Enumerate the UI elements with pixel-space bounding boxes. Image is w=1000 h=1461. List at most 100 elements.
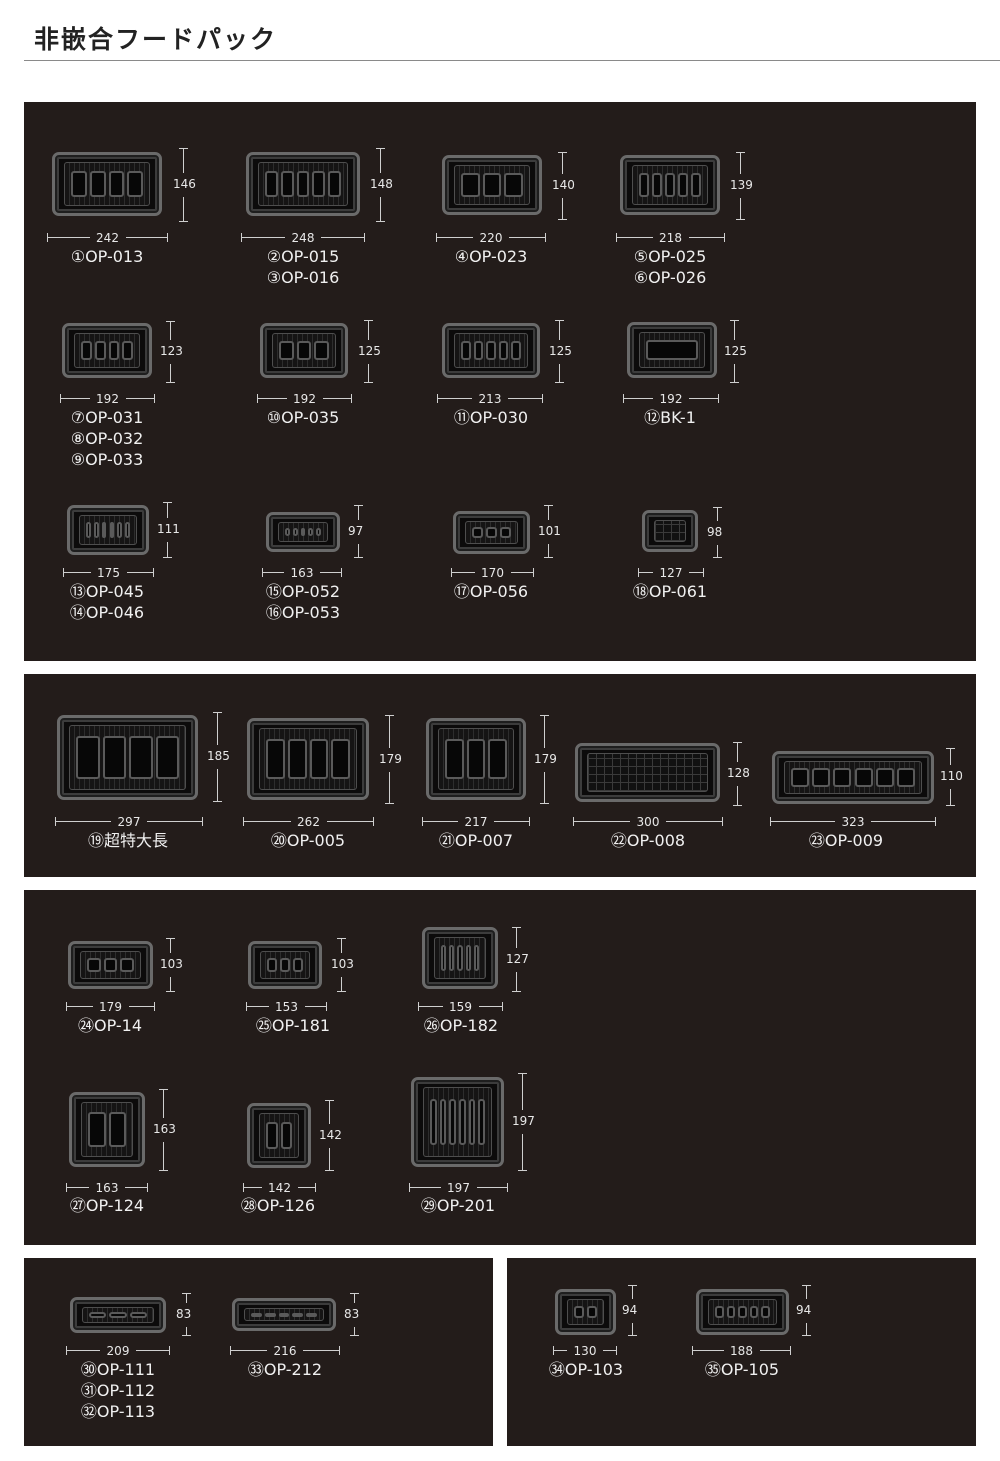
tray-compartment (109, 1312, 127, 1318)
width-dimension: 216 (230, 1344, 340, 1358)
width-value: 218 (659, 231, 682, 245)
tray-inner (639, 332, 705, 368)
food-pack-image (642, 510, 698, 552)
dimension-line (125, 237, 168, 238)
dimension-line (553, 1350, 567, 1351)
tray-inner (434, 937, 486, 979)
food-pack-image (57, 715, 198, 800)
height-value: 146 (173, 177, 196, 191)
food-pack-image (52, 152, 162, 216)
tray-compartment (482, 173, 502, 197)
tray-compartment (646, 340, 698, 360)
height-dimension: 83 (176, 1293, 191, 1336)
tray-compartment (309, 739, 329, 779)
tray-compartment (300, 528, 306, 536)
product-code-list: ㉞OP-103 (526, 1359, 646, 1380)
product-code: ㉟OP-105 (704, 1360, 780, 1379)
dimension-line (354, 1326, 355, 1336)
height-value: 110 (940, 769, 963, 783)
product-code: ⑯OP-053 (265, 603, 341, 622)
dimension-line (167, 542, 168, 558)
tray-compartment (109, 522, 115, 538)
tray-compartment (316, 528, 321, 536)
height-dimension: 139 (730, 152, 753, 220)
tray-inner (632, 165, 708, 205)
height-dimension: 197 (512, 1073, 535, 1171)
food-pack-image (442, 323, 540, 378)
height-dimension: 110 (940, 748, 963, 806)
tray-inner (272, 333, 336, 368)
tray-compartment (439, 1099, 447, 1145)
tray-compartment (94, 341, 106, 360)
tray-inner (81, 1102, 133, 1157)
tray-inner (708, 1299, 777, 1325)
dimension-line (734, 363, 735, 383)
tray-compartment (331, 739, 350, 779)
tray-compartment (574, 1306, 584, 1318)
tray-compartment (441, 945, 447, 971)
width-dimension: 163 (66, 1181, 148, 1195)
dimension-line (623, 398, 653, 399)
tray-compartment (293, 958, 303, 972)
tray-compartment (312, 171, 326, 197)
product-code: ㉛OP-112 (80, 1381, 156, 1400)
dimension-line (562, 198, 563, 220)
food-pack-image (247, 1103, 311, 1168)
page-title: 非嵌合フードパック (34, 25, 278, 54)
height-dimension: 163 (153, 1089, 176, 1171)
product-code-list: ④OP-023 (431, 246, 551, 267)
dimension-line (170, 321, 171, 340)
height-dimension: 94 (622, 1285, 637, 1336)
height-dimension: 142 (319, 1100, 342, 1171)
title-divider (24, 60, 1000, 61)
dimension-line (689, 572, 704, 573)
dimension-line (170, 977, 171, 992)
product-code: ⑲超特大長 (87, 831, 168, 850)
width-value: 163 (95, 1181, 119, 1195)
dimension-line (163, 1142, 164, 1171)
tray-compartment (120, 958, 134, 972)
dimension-line (170, 938, 171, 953)
dimension-line (638, 572, 653, 573)
height-dimension: 103 (160, 938, 183, 992)
width-value: 159 (449, 1000, 472, 1014)
product-code-list: ㉕OP-181 (233, 1015, 353, 1036)
tray-compartment (292, 528, 298, 536)
product-code-list: ㉔OP-14 (50, 1015, 170, 1036)
tray-compartment (314, 341, 329, 360)
height-dimension: 179 (379, 715, 402, 804)
height-value: 125 (549, 343, 572, 358)
tray-inner (69, 725, 186, 790)
height-dimension: 101 (538, 505, 561, 558)
tray-compartment (122, 341, 133, 360)
product-code-list: ⑲超特大長 (68, 830, 188, 851)
tray-compartment (504, 173, 523, 197)
product-code: ⑱OP-061 (632, 582, 708, 601)
width-value: 188 (730, 1344, 753, 1358)
tray-inner (259, 728, 357, 790)
dimension-line (717, 544, 718, 558)
product-code: ⑩OP-035 (266, 408, 340, 427)
tray-compartment (445, 739, 464, 779)
food-pack-image (62, 323, 152, 378)
tray-compartment (738, 1306, 747, 1318)
product-code: ㉒OP-008 (610, 831, 686, 850)
dimension-line (262, 572, 284, 573)
width-value: 192 (293, 392, 316, 406)
dimension-line (167, 502, 168, 518)
tray-compartment (287, 739, 307, 779)
height-dimension: 179 (534, 715, 557, 804)
food-pack-image (422, 927, 498, 989)
tray-compartment (101, 522, 107, 538)
height-value: 94 (796, 1302, 812, 1317)
tray-compartment (285, 528, 290, 536)
dimension-line (368, 320, 369, 340)
width-value: 153 (275, 1000, 298, 1014)
tray-inner (79, 515, 137, 545)
tray-inner (258, 162, 348, 206)
tray-compartment (652, 173, 662, 197)
height-value: 142 (319, 1127, 342, 1142)
width-value: 242 (96, 231, 119, 245)
